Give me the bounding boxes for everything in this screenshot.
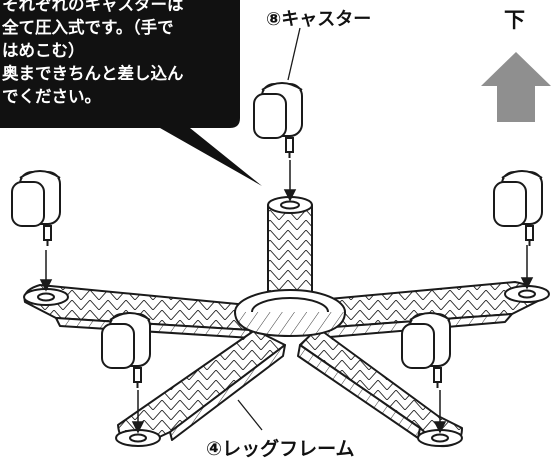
callout-line: でください。 xyxy=(2,87,101,106)
caster-icon xyxy=(401,312,451,388)
callout-line: はめこむ） xyxy=(2,41,85,60)
caster-icon xyxy=(101,312,151,388)
caster-leader-line xyxy=(287,27,301,81)
insertion-arrows xyxy=(39,160,534,434)
caster-icon xyxy=(253,82,303,158)
down-direction-arrow-icon xyxy=(481,52,551,122)
leg-frame xyxy=(23,196,550,448)
callout-text: それぞれのキャスターは 全て圧入式です。（手で はめこむ） 奥まできちんと差し込… xyxy=(2,0,242,108)
leg-frame-label: ④レッグフレーム xyxy=(206,438,355,460)
caster-label: ⑧キャスター xyxy=(266,9,372,30)
callout-line: それぞれのキャスターは xyxy=(2,0,184,14)
callout-line: 奥まできちんと差し込ん xyxy=(2,64,184,83)
leg-frame-leader-line xyxy=(237,399,263,431)
callout-line: 全て圧入式です。（手で xyxy=(2,18,174,37)
caster-icon xyxy=(493,170,543,246)
caster-icon xyxy=(11,170,61,246)
callout-bubble xyxy=(0,0,262,186)
direction-label: 下 xyxy=(504,8,525,32)
